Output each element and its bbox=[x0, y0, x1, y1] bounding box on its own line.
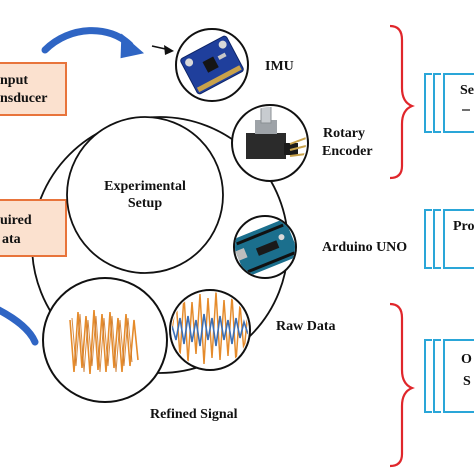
rotary-encoder-label-line1: Rotary bbox=[323, 126, 365, 141]
brace-top bbox=[389, 24, 415, 180]
input-transducer-line2: nsducer bbox=[0, 91, 47, 106]
refined-signal-node bbox=[42, 277, 168, 403]
stage-box-bottom: O S bbox=[424, 339, 474, 413]
raw-data-label: Raw Data bbox=[276, 319, 336, 334]
stage-box-middle: Pro bbox=[424, 209, 474, 269]
stage-box-top: Se bbox=[424, 73, 474, 133]
input-transducer-line1: nput bbox=[0, 73, 28, 88]
stage-top-text: Se bbox=[460, 83, 474, 98]
brace-bottom bbox=[389, 302, 415, 468]
refined-signal-waveform-icon bbox=[69, 309, 139, 375]
acquired-data-line1: uired bbox=[0, 213, 32, 228]
imu-sensor-board-icon bbox=[180, 35, 244, 95]
stage-bottom-text-line1: O bbox=[461, 352, 472, 367]
rotary-encoder-node bbox=[231, 104, 309, 182]
flow-arrow-top bbox=[41, 27, 145, 59]
imu-node bbox=[175, 28, 249, 102]
arduino-board-icon bbox=[235, 219, 295, 277]
refined-signal-label: Refined Signal bbox=[150, 407, 238, 422]
imu-label: IMU bbox=[265, 59, 294, 74]
stage-middle-text: Pro bbox=[453, 219, 474, 234]
acquired-data-box: uired ata bbox=[0, 199, 67, 257]
experimental-setup-line1: Experimental bbox=[104, 179, 186, 194]
acquired-data-line2: ata bbox=[2, 232, 21, 247]
arduino-label: Arduino UNO bbox=[322, 240, 407, 255]
input-transducer-box: nput nsducer bbox=[0, 62, 67, 116]
rotary-encoder-icon bbox=[246, 107, 306, 159]
rotary-encoder-label-line2: Encoder bbox=[322, 144, 373, 159]
raw-data-node bbox=[169, 289, 251, 371]
experimental-setup-node: Experimental Setup bbox=[66, 116, 224, 274]
arduino-node bbox=[233, 215, 297, 279]
imu-pointer-arrow bbox=[151, 45, 174, 55]
experimental-setup-line2: Setup bbox=[128, 196, 162, 211]
flow-arrow-bottom bbox=[0, 306, 39, 346]
stage-bottom-text-line2: S bbox=[463, 374, 471, 389]
raw-signal-waveform-icon bbox=[172, 292, 248, 365]
